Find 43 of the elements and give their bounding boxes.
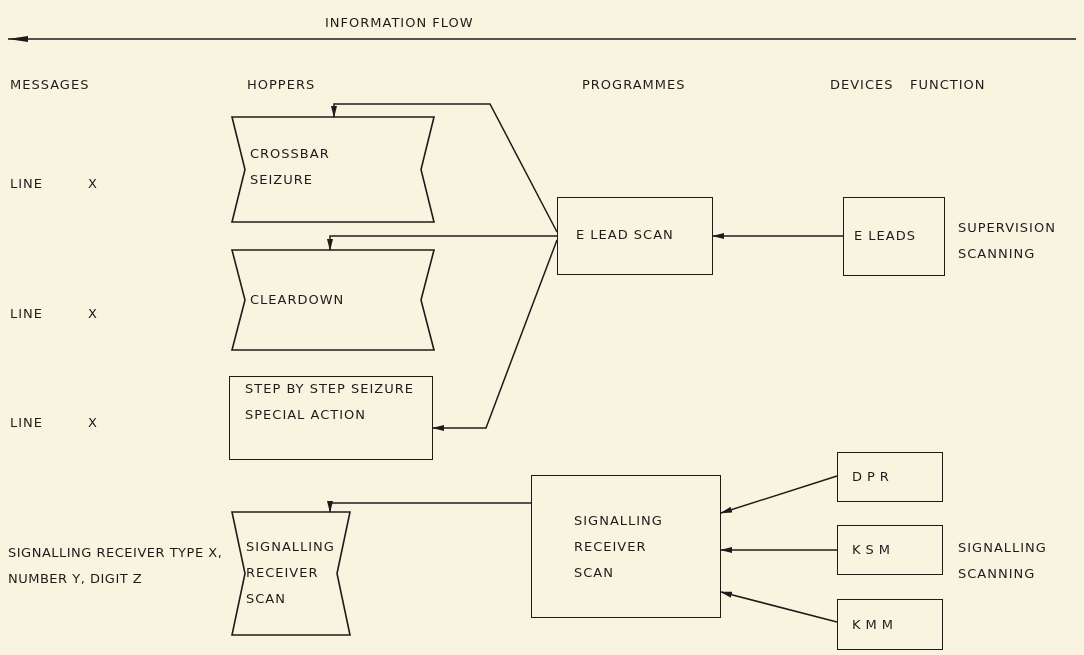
function-label: SUPERVISION SCANNING <box>958 219 1057 263</box>
process-box <box>557 197 713 275</box>
arrow <box>720 547 838 553</box>
message-label: LINE <box>10 414 43 432</box>
process-box <box>843 197 945 276</box>
arrow <box>712 233 844 239</box>
hopper-shape <box>232 512 350 635</box>
column-heading: DEVICES <box>830 76 894 94</box>
node-label: CLEARDOWN <box>250 291 346 309</box>
message-label: SIGNALLING RECEIVER TYPE X, NUMBER Y, DIGIT Z <box>8 544 224 588</box>
message-label: LINE <box>10 305 43 323</box>
column-heading: MESSAGES <box>10 76 90 94</box>
function-label: SIGNALLING SCANNING <box>958 539 1048 583</box>
process-box <box>837 525 943 575</box>
message-label: LINE <box>10 175 43 193</box>
column-heading: PROGRAMMES <box>582 76 686 94</box>
arrow <box>432 239 558 431</box>
arrow <box>720 475 838 514</box>
arrow <box>327 235 558 251</box>
node-label: DPR <box>852 468 895 486</box>
hopper-shape <box>232 250 434 350</box>
process-box <box>229 376 433 460</box>
node-label: KMM <box>852 616 899 634</box>
arrow <box>327 501 532 513</box>
message-label: X <box>88 175 98 193</box>
node-label: KSM <box>852 541 896 559</box>
column-heading: FUNCTION <box>910 76 986 94</box>
node-label: SIGNALLING RECEIVER SCAN <box>246 538 336 608</box>
arrow <box>720 591 838 623</box>
process-box <box>837 599 943 650</box>
message-label: X <box>88 414 98 432</box>
process-box <box>837 452 943 502</box>
arrow <box>331 103 558 233</box>
column-heading: HOPPERS <box>247 76 316 94</box>
node-label: SIGNALLING RECEIVER SCAN <box>574 512 664 582</box>
flow-label: INFORMATION FLOW <box>325 14 474 32</box>
node-label: STEP BY STEP SEIZURE SPECIAL ACTION <box>245 380 415 424</box>
node-label: CROSSBAR SEIZURE <box>250 145 331 189</box>
message-label: X <box>88 305 98 323</box>
process-box <box>531 475 721 618</box>
node-label: E LEADS <box>854 227 917 245</box>
node-label: E LEAD SCAN <box>576 226 675 244</box>
hopper-shape <box>232 117 434 222</box>
